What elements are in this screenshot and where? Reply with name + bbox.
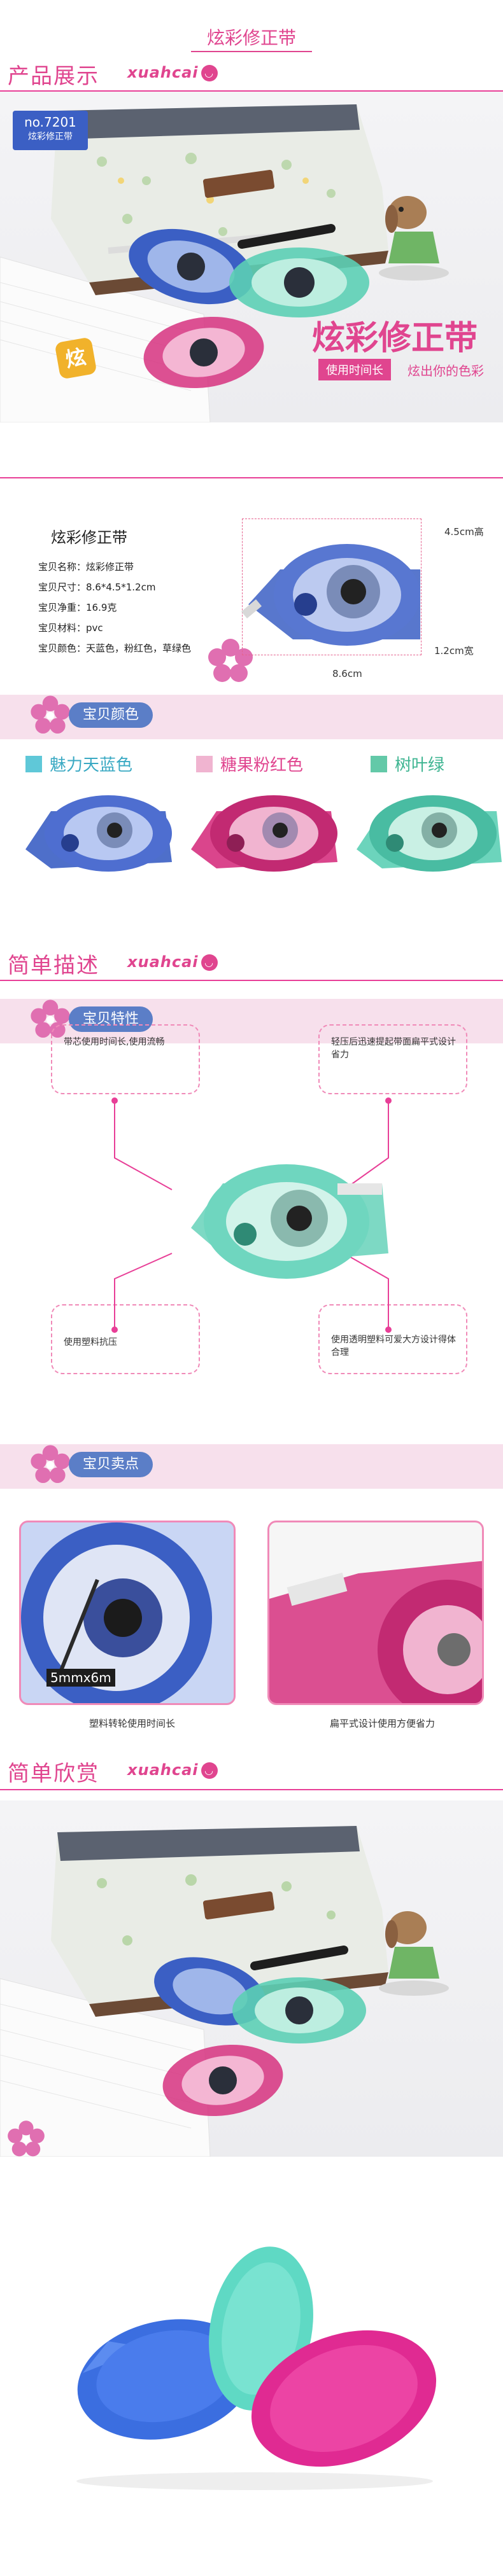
brand-text: xuahcai (127, 953, 199, 971)
section-rule (0, 477, 503, 478)
dimension-length: 8.6cm (332, 668, 362, 679)
brand-text: xuahcai (127, 1761, 199, 1779)
model-badge: no.7201 炫彩修正带 (13, 111, 88, 150)
logo-glyph: 炫 (63, 344, 89, 372)
smile-icon: ◡ (201, 1762, 218, 1779)
flower-icon (208, 639, 253, 682)
logo-mark: 炫 (54, 337, 97, 380)
flower-icon (31, 1445, 70, 1483)
feature-note: 轻压后迅速提起带面扁平式设计省力 (331, 1037, 456, 1060)
tape-pink (191, 795, 337, 872)
pill-selling-points: 宝贝卖点 (69, 1452, 153, 1477)
feature-note: 使用透明塑料可爱大方设计得体合理 (331, 1335, 456, 1358)
dimension-frame (242, 519, 422, 655)
tape-mint (357, 795, 502, 872)
dimension-height: 4.5cm高 (444, 526, 484, 538)
flower-icon (31, 695, 70, 734)
feature-note-frame (51, 1024, 200, 1094)
top-banner: 炫彩修正带 (0, 0, 503, 70)
top-banner-title: 炫彩修正带 (206, 27, 296, 48)
spec-line: 宝贝净重：16.9克 (38, 602, 117, 613)
section-title-description: 简单描述 (8, 953, 99, 978)
model-subtitle: 炫彩修正带 (28, 132, 73, 142)
swatch-blue (25, 756, 42, 772)
hero-headline: 炫彩修正带 (312, 319, 478, 358)
model-number: no.7201 (24, 115, 76, 130)
pill-features: 宝贝特性 (69, 1006, 153, 1032)
color-name-green: 树叶绿 (395, 756, 445, 775)
tape-blue (25, 795, 172, 872)
section-rule (0, 90, 503, 92)
section-rule (0, 1789, 503, 1790)
tape-product-image (241, 544, 420, 646)
spec-line: 宝贝颜色：天蓝色，粉红色，草绿色 (38, 643, 192, 654)
hero-illustration (0, 104, 449, 422)
feature-note-frame (318, 1304, 467, 1374)
caption-blue: 塑料转轮使用时间长 (89, 1718, 176, 1729)
spec-line: 宝贝名称：炫彩修正带 (38, 561, 134, 573)
swatch-green (371, 756, 387, 772)
gallery-photo-trio (0, 2182, 503, 2538)
color-name-blue: 魅力天蓝色 (50, 756, 133, 775)
spec-line: 宝贝材料：pvc (38, 622, 103, 634)
hero-tagline: 炫出你的色彩 (407, 363, 484, 379)
brand-logo: xuahcai◡ (127, 64, 218, 81)
feature-connectors (111, 1097, 392, 1333)
closeup-blue: 5mmx6m (19, 1521, 236, 1705)
smile-icon: ◡ (201, 954, 218, 971)
feature-note-frame (51, 1304, 200, 1374)
closeup-pink (267, 1521, 484, 1705)
tape-size-label: 5mmx6m (46, 1669, 115, 1687)
brand-logo: xuahcai◡ (127, 1761, 218, 1779)
section-title-gallery: 简单欣赏 (8, 1761, 99, 1786)
top-banner-underline (191, 51, 312, 52)
brand-text: xuahcai (127, 64, 199, 81)
feature-note: 带芯使用时间长,使用流畅 (64, 1037, 165, 1047)
brand-logo: xuahcai◡ (127, 953, 218, 971)
pill-colors: 宝贝颜色 (69, 702, 153, 728)
color-name-pink: 糖果粉红色 (220, 756, 304, 775)
smile-icon: ◡ (201, 65, 218, 81)
color-variants-image (25, 795, 502, 872)
section-rule (0, 980, 503, 981)
spec-line: 宝贝尺寸：8.6*4.5*1.2cm (38, 581, 156, 593)
section-title-showcase: 产品展示 (8, 64, 99, 89)
feature-note: 使用塑料抗压 (64, 1337, 117, 1347)
dimension-width: 1.2cm宽 (434, 645, 474, 657)
caption-pink: 扁平式设计使用方便省力 (330, 1718, 436, 1729)
feature-product-image (191, 1164, 388, 1279)
flower-icon (8, 2120, 45, 2157)
hero-photo: no.7201 炫彩修正带 炫 炫彩修正带 使用时间长 炫出你的色彩 (0, 92, 503, 422)
feature-note-frame (318, 1024, 467, 1094)
swatch-pink (196, 756, 213, 772)
hero-tagline-box: 使用时间长 (318, 359, 391, 380)
gallery-photo-case (0, 1800, 503, 2157)
specs-title: 炫彩修正带 (51, 529, 127, 547)
